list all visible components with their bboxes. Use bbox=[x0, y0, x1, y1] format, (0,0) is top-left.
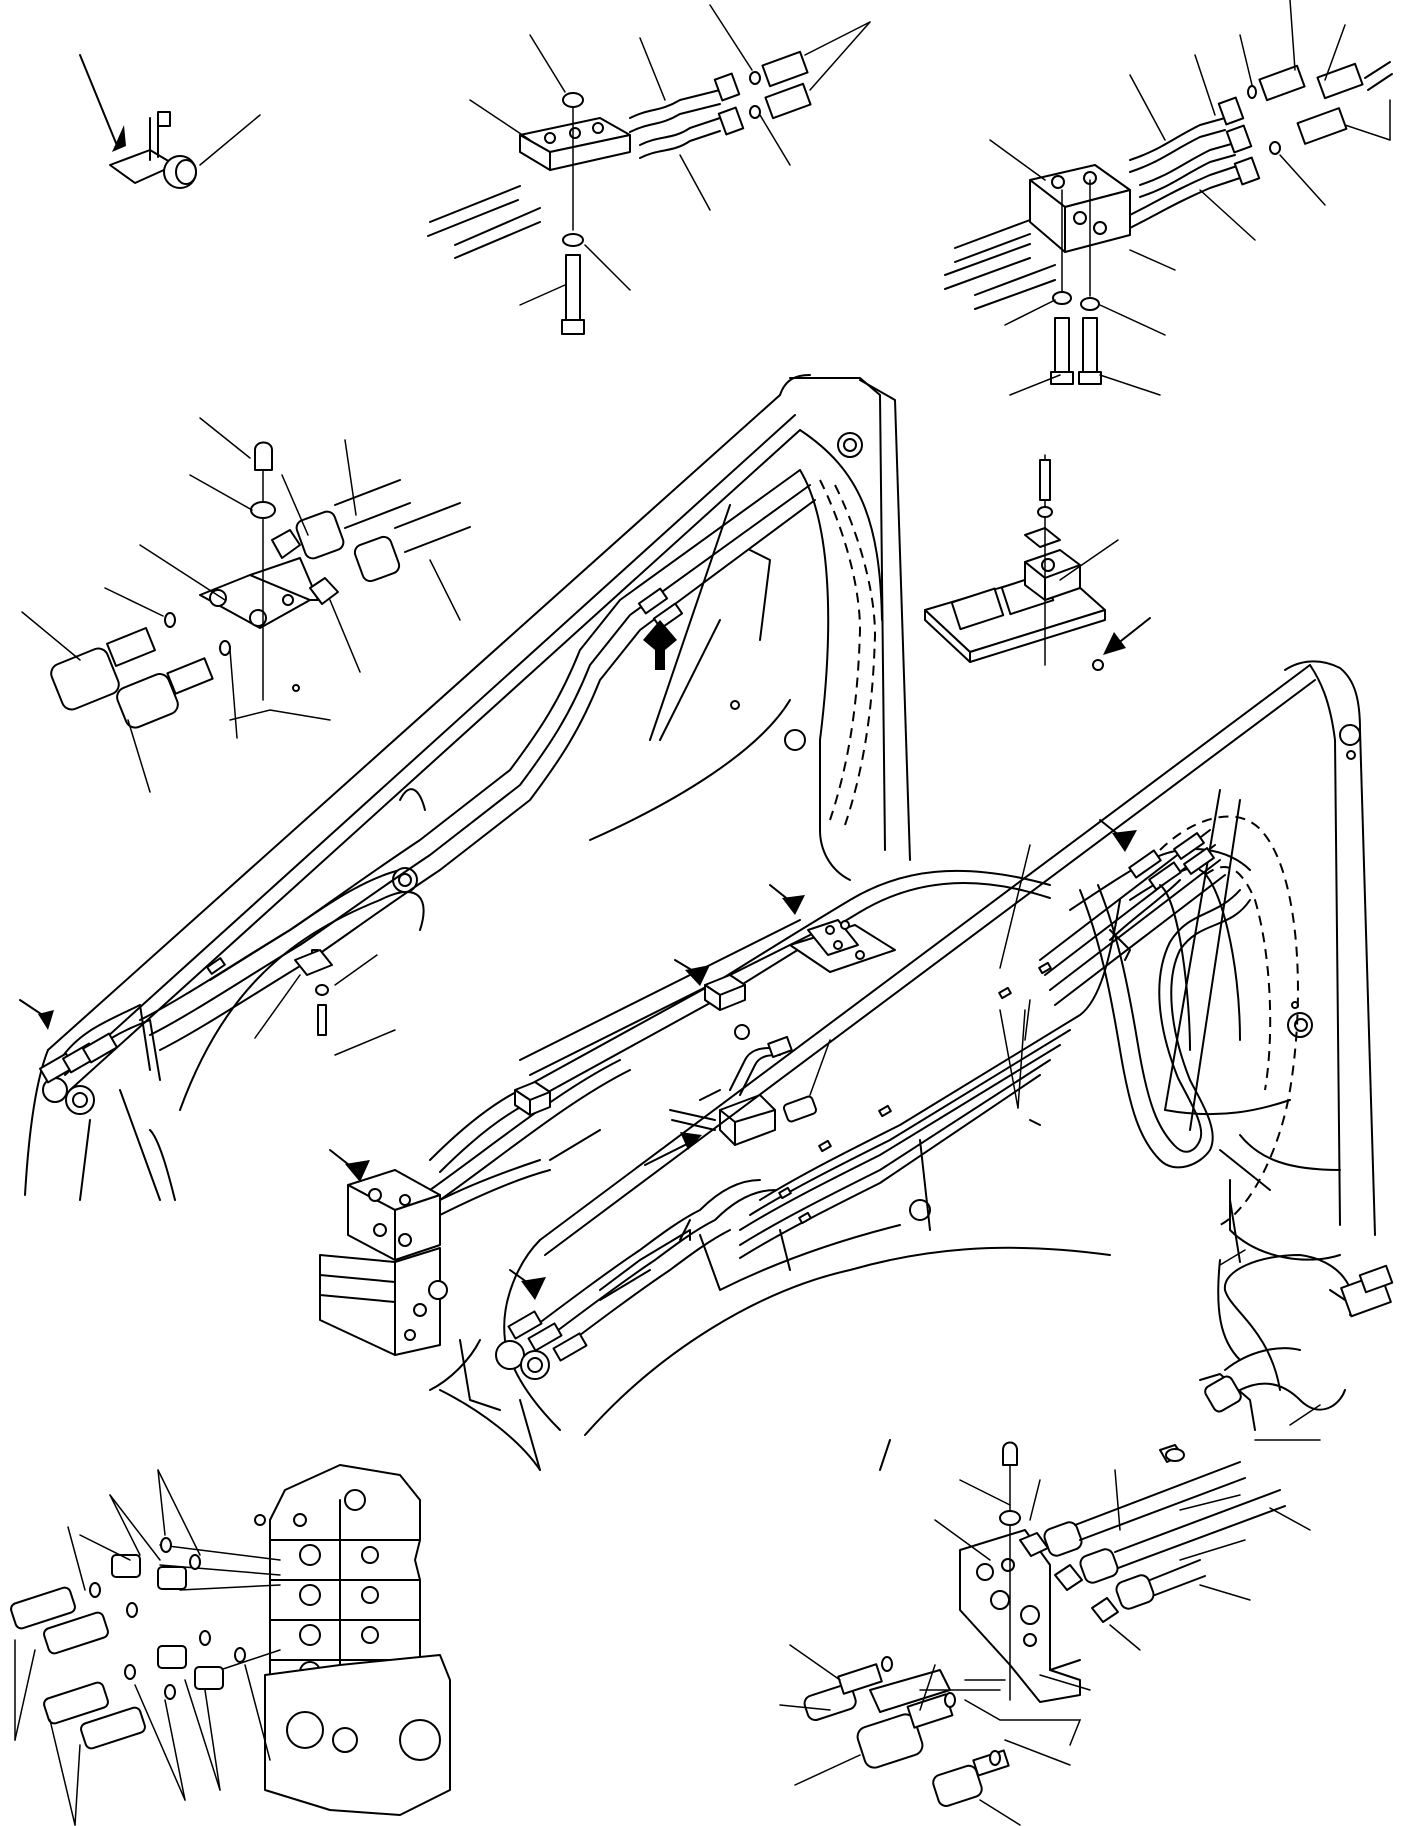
valve-fitting-assembly bbox=[10, 1464, 451, 1826]
control-valve bbox=[319, 1149, 551, 1356]
plate-clamp-assembly bbox=[924, 454, 1151, 671]
clamp-block-3tube bbox=[944, 0, 1393, 396]
clamp-block-2tube bbox=[427, 4, 871, 335]
pin-bracket-assembly bbox=[79, 54, 261, 189]
center-routing bbox=[429, 869, 1121, 1259]
lower-coupler-bracket bbox=[779, 1254, 1394, 1826]
left-boom-arm bbox=[19, 374, 911, 1201]
right-loader-arm bbox=[429, 479, 1376, 1471]
quick-coupler-plate bbox=[21, 417, 471, 793]
